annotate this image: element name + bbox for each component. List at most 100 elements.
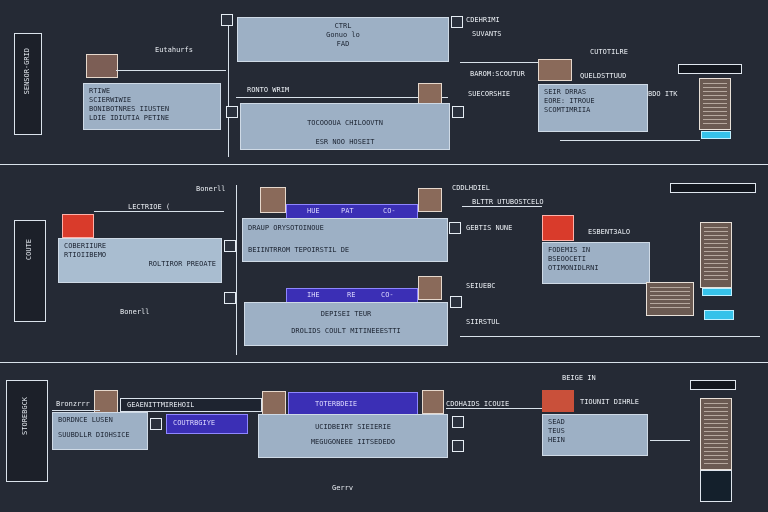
tab-bar[interactable]: TOTERBDEIE: [288, 392, 418, 416]
panel-line: BONIBOTNRES IIUSTEN: [89, 105, 170, 113]
status-indicator: [700, 470, 732, 502]
panel-line: MEGUGONEEE IITSEDEDO: [310, 438, 396, 446]
right-panel[interactable]: SEIR DRRAS EORE: ITROUE SCOMTIMRIIA: [538, 84, 648, 132]
tab[interactable]: CO-: [383, 207, 396, 215]
link-icon[interactable]: [451, 16, 463, 28]
far-right-label: QUELDSTTUUD: [580, 72, 627, 80]
mid-panel[interactable]: TOCOOOUA CHILOOVTN ESR NOO HOSEIT: [240, 103, 450, 150]
tab[interactable]: HUE: [307, 207, 320, 215]
link-icon[interactable]: [224, 292, 236, 304]
link-icon[interactable]: [452, 440, 464, 452]
link-icon[interactable]: [449, 222, 461, 234]
right-top-label: TIOUNIT DIHRLE: [580, 398, 640, 406]
panel-line: OTIMONIDLRNI: [548, 264, 599, 272]
server-rack-icon: [700, 222, 732, 288]
alert-badge[interactable]: [542, 215, 574, 241]
right-label: GEBTIS NUNE: [466, 224, 513, 232]
right-label: SEIUEBC: [466, 282, 496, 290]
node-thumbnail[interactable]: [418, 83, 442, 105]
panel-line: COBERIIURE: [64, 242, 107, 250]
panel-line: SEAD: [548, 418, 565, 426]
connector-icon[interactable]: [221, 14, 233, 26]
node-label: Bonerll: [120, 308, 150, 316]
right-top-label: CDOHAIDS ICOUIE: [446, 400, 510, 408]
tab[interactable]: PAT: [341, 207, 354, 215]
link-icon[interactable]: [450, 296, 462, 308]
alert-badge[interactable]: [542, 390, 574, 412]
left-panel[interactable]: COBERIIURE RTIOIIBEMO ROLTIROR PREOATE: [58, 238, 222, 283]
node-thumbnail[interactable]: [418, 276, 442, 300]
left-panel[interactable]: RTIWE SCIERWIWIE BONIBOTNRES IIUSTEN LDI…: [83, 83, 221, 130]
node-thumbnail[interactable]: [538, 59, 572, 81]
panel-line: DROLIDS COULT MITINEEESTTI: [291, 327, 401, 335]
tab[interactable]: IHE: [307, 291, 320, 299]
panel-line: DEPISEI TEUR: [320, 310, 372, 318]
panel-line: HEIN: [548, 436, 565, 444]
link-icon[interactable]: [452, 106, 464, 118]
link-icon[interactable]: [226, 106, 238, 118]
right-top-label: CDEHRIMI: [466, 16, 500, 24]
far-right-label: BDO ITK: [648, 90, 678, 98]
panel-line: BORDNCE LUSEN: [58, 416, 113, 424]
mid-panel[interactable]: DRAUP ORYSOTOINOUE BEIINTRROM TEPOIRSTIL…: [242, 218, 448, 262]
panel-line: BSEOOCETI: [548, 255, 586, 263]
link-icon[interactable]: [224, 240, 236, 252]
head-line: Gonuo lo: [326, 31, 360, 39]
link-icon[interactable]: [150, 418, 162, 430]
node-thumbnail[interactable]: [418, 188, 442, 212]
node-label: LECTRIOE (: [128, 203, 171, 211]
panel-line: UCIDBEIRT SIEIERIE: [315, 423, 391, 431]
head-line: CTRL: [334, 22, 352, 30]
server-rack-icon: [700, 398, 732, 470]
node-label: Eutahurfs: [155, 46, 193, 54]
far-right-label: BEIGE IN: [562, 374, 596, 382]
tab[interactable]: COUTRBGIYE: [173, 419, 216, 427]
head-line: FAD: [336, 40, 350, 48]
link-icon[interactable]: [452, 416, 464, 428]
tab[interactable]: TOTERBDEIE: [315, 400, 358, 408]
footer-label: Gerrv: [332, 484, 354, 492]
right-label: CUTOTILRE: [590, 48, 628, 56]
sidebar-row-1: SENSOR-GRID: [14, 33, 42, 135]
tab[interactable]: RE: [347, 291, 356, 299]
sidebar-label: STOREBGCK: [21, 397, 29, 435]
node-label: Bronzrrr: [56, 400, 90, 408]
node-thumbnail[interactable]: [260, 187, 286, 213]
server-rack-icon: [646, 282, 694, 316]
panel-line: ROLTIROR PREOATE: [148, 260, 216, 268]
panel-line: LDIE IDIUTIA PETINE: [89, 114, 170, 122]
panel-title: RTIWE: [89, 87, 111, 95]
right-label: SUECORSHIE: [468, 90, 511, 98]
status-indicator: [702, 288, 732, 296]
panel-line: DRAUP ORYSOTOINOUE: [248, 224, 324, 232]
tab[interactable]: GEAENITTMIREHOIL: [127, 401, 195, 409]
node-thumbnail[interactable]: [262, 391, 286, 415]
right-panel[interactable]: SEAD TEUS HEIN: [542, 414, 648, 456]
node-thumbnail[interactable]: [422, 390, 444, 414]
alert-badge[interactable]: [62, 214, 94, 238]
right-panel[interactable]: FODEMIS IN BSEOOCETI OTIMONIDLRNI: [542, 242, 650, 284]
left-panel[interactable]: BORDNCE LUSEN SUUBDLLR DIOHSICE: [52, 412, 148, 450]
panel-line: SCIERWIWIE: [89, 96, 132, 104]
sidebar-label: COUTE: [25, 239, 33, 261]
tab-bar[interactable]: GEAENITTMIREHOIL: [120, 398, 262, 412]
node-thumbnail[interactable]: [86, 54, 118, 78]
panel-line: TEUS: [548, 427, 565, 435]
node-label: Bonerll: [196, 185, 226, 193]
right-label: SIIRSTUL: [466, 318, 500, 326]
panel-line: TOCOOOUA CHILOOVTN: [307, 119, 383, 127]
mid-panel-2[interactable]: DEPISEI TEUR DROLIDS COULT MITINEEESTTI: [244, 302, 448, 346]
far-right-label: ESBENT3ALO: [588, 228, 631, 236]
panel-line: EORE: ITROUE: [544, 97, 595, 105]
server-rack-icon: [699, 78, 731, 130]
panel-line: FODEMIS IN: [548, 246, 591, 254]
sidebar-row-3: STOREBGCK: [6, 380, 48, 482]
panel-line: SEIR DRRAS: [544, 88, 587, 96]
tab-bar-secondary[interactable]: COUTRBGIYE: [166, 414, 248, 434]
head-panel[interactable]: CTRL Gonuo lo FAD: [237, 17, 449, 62]
right-top-label: BLTTR UTUBOSTCELO: [472, 198, 544, 206]
panel-line: SUUBDLLR DIOHSICE: [58, 431, 130, 439]
mid-panel[interactable]: UCIDBEIRT SIEIERIE MEGUGONEEE IITSEDEDO: [258, 414, 448, 458]
sidebar-label: SENSOR-GRID: [23, 48, 31, 95]
tab[interactable]: CO-: [381, 291, 394, 299]
